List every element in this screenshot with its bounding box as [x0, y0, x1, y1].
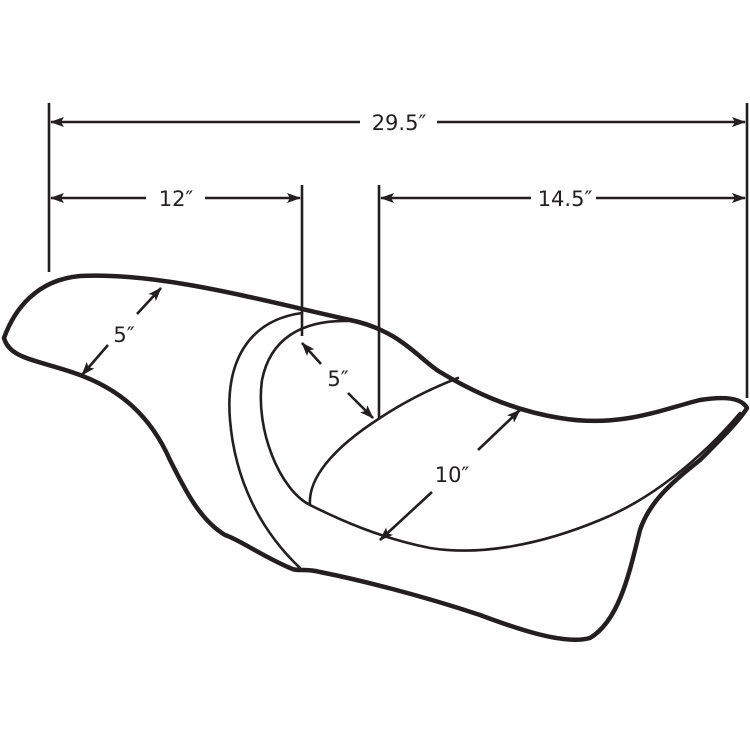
seat-outline	[1, 273, 750, 643]
front-width-label: 5″	[113, 323, 134, 347]
overall-length-label: 29.5″	[372, 111, 427, 135]
dimension-overall-length: 29.5″	[50, 111, 746, 135]
seat-pan-seam	[259, 319, 742, 552]
seat-front-rim-seam	[228, 311, 304, 570]
passenger-divider-seam	[308, 376, 460, 507]
dimension-passenger-width: 10″	[379, 409, 521, 541]
dimension-arrow-down	[81, 344, 109, 376]
dimension-seat-depth: 5″	[301, 342, 374, 419]
dimension-arrow-down	[379, 491, 433, 541]
dimension-arrow-down	[347, 392, 374, 419]
rider-length-label: 12″	[159, 187, 194, 211]
dimension-passenger-length: 14.5″	[380, 187, 746, 211]
dimension-arrow-up	[477, 409, 521, 451]
dimension-arrow-up	[301, 342, 322, 365]
dimension-arrow-up	[136, 287, 162, 315]
dimension-rider-length: 12″	[50, 187, 301, 211]
seat-depth-label: 5″	[327, 367, 348, 391]
passenger-width-label: 10″	[435, 463, 470, 487]
dimension-front-width: 5″	[81, 287, 162, 376]
seat-outer-contour	[1, 273, 750, 643]
passenger-length-label: 14.5″	[538, 187, 593, 211]
extension-lines	[47, 103, 749, 418]
